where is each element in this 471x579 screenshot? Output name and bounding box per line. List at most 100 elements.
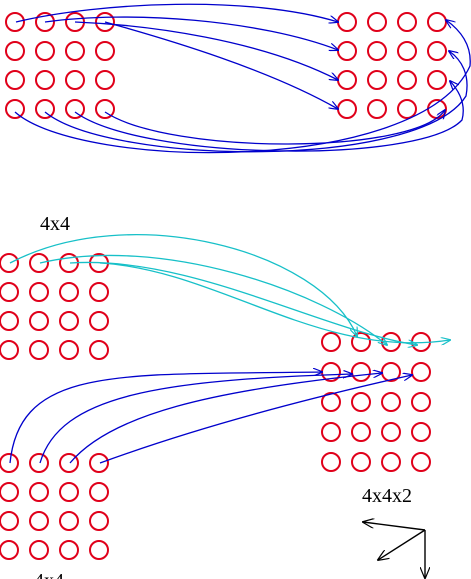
target-node-r4-c0	[321, 452, 341, 472]
lower-source-node-r2-c2	[59, 511, 79, 531]
cyan-arrow-1	[9, 234, 357, 336]
top-arrows	[14, 3, 471, 154]
lower-source-node-r0-c3	[89, 453, 109, 473]
top-target-node-r2-c3	[427, 70, 447, 90]
target-node-r0-c1	[351, 332, 371, 352]
blue-arrow-4	[99, 375, 412, 464]
lower-source-node-r3-c0	[0, 540, 19, 560]
lower-source-node-r2-c3	[89, 511, 109, 531]
lower-source-node-r3-c1	[29, 540, 49, 560]
target-node-r2-c0	[321, 392, 341, 412]
target-node-r2-c3	[411, 392, 431, 412]
top-source-node-r0-c1	[35, 12, 55, 32]
top-target-node-r2-c1	[367, 70, 387, 90]
lower-grid-label: 4x4	[34, 570, 64, 579]
3d-axes-icon	[363, 522, 425, 578]
top-target-node-r3-c0	[337, 99, 357, 119]
middle-source-node-r3-c0	[0, 340, 19, 360]
top-source-node-r3-c3	[95, 99, 115, 119]
lower-source-node-r0-c2	[59, 453, 79, 473]
middle-source-node-r0-c0	[0, 253, 19, 273]
top-source-node-r1-c1	[35, 41, 55, 61]
top-target-grid	[337, 12, 447, 119]
top-arrow-3	[74, 21, 338, 80]
top-arrow-2	[44, 16, 338, 50]
top-source-node-r2-c3	[95, 70, 115, 90]
middle-source-node-r2-c3	[89, 311, 109, 331]
middle-source-node-r2-c2	[59, 311, 79, 331]
middle-source-node-r3-c1	[29, 340, 49, 360]
lower-source-node-r2-c0	[0, 511, 19, 531]
top-target-node-r3-c2	[397, 99, 417, 119]
target-node-r2-c1	[351, 392, 371, 412]
target-node-r0-c0	[321, 332, 341, 352]
top-source-node-r2-c0	[5, 70, 25, 90]
top-target-node-r0-c3	[427, 12, 447, 32]
cyan-arrows	[9, 234, 450, 345]
top-target-node-r3-c1	[367, 99, 387, 119]
middle-source-node-r1-c0	[0, 282, 19, 302]
top-target-node-r0-c0	[337, 12, 357, 32]
lower-source-node-r2-c1	[29, 511, 49, 531]
target-node-r4-c3	[411, 452, 431, 472]
top-target-node-r0-c2	[397, 12, 417, 32]
target-node-r3-c0	[321, 422, 341, 442]
top-arrow-1	[15, 3, 338, 22]
top-target-node-r1-c2	[397, 41, 417, 61]
middle-source-node-r1-c1	[29, 282, 49, 302]
middle-source-node-r1-c3	[89, 282, 109, 302]
top-source-node-r3-c0	[5, 99, 25, 119]
cyan-arrow-3	[69, 261, 417, 345]
top-source-node-r1-c0	[5, 41, 25, 61]
top-arrow-7	[74, 81, 464, 152]
target-node-r1-c1	[351, 362, 371, 382]
top-arrow-5	[14, 20, 471, 154]
target-grid-label: 4x4x2	[362, 485, 412, 507]
cyan-arrow-4	[99, 262, 450, 343]
middle-source-node-r0-c1	[29, 253, 49, 273]
target-node-r3-c3	[411, 422, 431, 442]
blue-arrow-3	[69, 373, 382, 464]
lower-source-node-r1-c3	[89, 482, 109, 502]
top-target-node-r1-c0	[337, 41, 357, 61]
top-arrow-8	[104, 110, 445, 145]
lower-source-node-r0-c0	[0, 453, 19, 473]
target-node-r4-c1	[351, 452, 371, 472]
middle-source-node-r1-c2	[59, 282, 79, 302]
middle-source-node-r2-c0	[0, 311, 19, 331]
top-target-node-r2-c0	[337, 70, 357, 90]
top-arrow-6	[44, 51, 468, 153]
target-4x4x2-grid	[321, 332, 431, 472]
lower-source-node-r0-c1	[29, 453, 49, 473]
lower-source-node-r1-c1	[29, 482, 49, 502]
blue-arrows	[9, 372, 412, 464]
blue-arrow-1	[9, 372, 322, 464]
middle-source-node-r2-c1	[29, 311, 49, 331]
top-source-node-r2-c1	[35, 70, 55, 90]
lower-source-node-r3-c2	[59, 540, 79, 560]
lower-source-node-r3-c3	[89, 540, 109, 560]
lower-source-grid	[0, 453, 109, 560]
middle-grid-label: 4x4	[40, 213, 70, 235]
top-target-node-r1-c1	[367, 41, 387, 61]
target-node-r3-c2	[381, 422, 401, 442]
target-node-r2-c2	[381, 392, 401, 412]
target-node-r1-c3	[411, 362, 431, 382]
top-source-node-r3-c1	[35, 99, 55, 119]
lower-source-node-r1-c2	[59, 482, 79, 502]
middle-source-node-r3-c3	[89, 340, 109, 360]
target-node-r4-c2	[381, 452, 401, 472]
middle-source-node-r3-c2	[59, 340, 79, 360]
top-source-node-r0-c3	[95, 12, 115, 32]
top-target-node-r0-c1	[367, 12, 387, 32]
top-source-node-r2-c2	[65, 70, 85, 90]
target-node-r3-c1	[351, 422, 371, 442]
top-source-node-r3-c2	[65, 99, 85, 119]
top-source-node-r0-c0	[5, 12, 25, 32]
top-source-node-r1-c3	[95, 41, 115, 61]
top-target-node-r1-c3	[427, 41, 447, 61]
top-source-node-r1-c2	[65, 41, 85, 61]
top-target-node-r2-c2	[397, 70, 417, 90]
middle-source-grid	[0, 253, 109, 360]
